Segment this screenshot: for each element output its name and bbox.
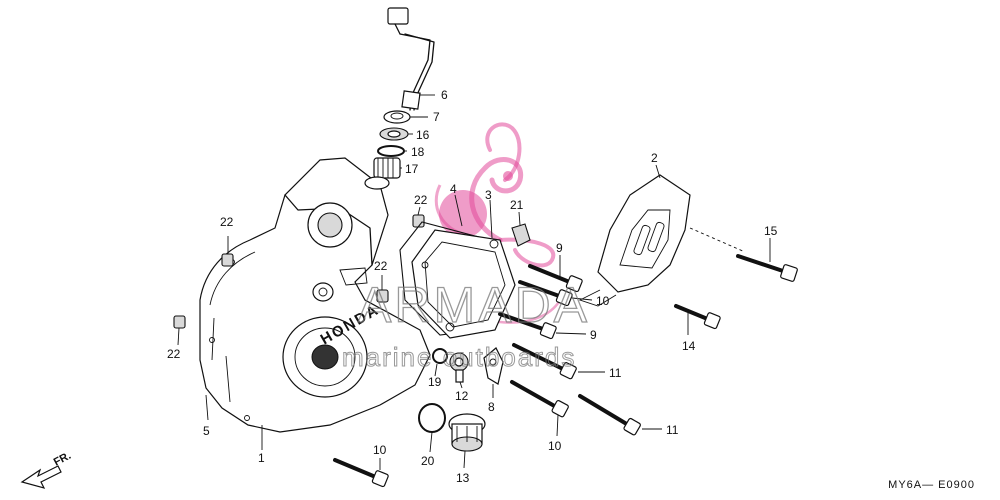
watermark-tagline: marine outboards — [342, 342, 576, 372]
part-label-17: 17 — [405, 162, 419, 176]
part-label-1: 1 — [258, 451, 265, 465]
part-11-bolt-lower[interactable]: 11 — [578, 394, 679, 437]
part-5-gasket[interactable]: 5 — [203, 394, 210, 438]
part-label-21: 21 — [510, 198, 524, 212]
part-label-8: 8 — [488, 400, 495, 414]
part-12-plug[interactable]: 12 — [449, 352, 469, 403]
part-22-dowel-pin-lower-left[interactable]: 22 — [167, 315, 186, 361]
part-13-filler-cap[interactable]: 13 — [448, 413, 486, 485]
part-label-20: 20 — [421, 454, 435, 468]
part-3-inner-cover[interactable]: 3 — [411, 188, 516, 339]
diagram-code: MY6A— E0900 — [888, 479, 975, 491]
part-label-22b: 22 — [167, 347, 181, 361]
part-label-4: 4 — [450, 182, 457, 196]
part-label-10c: 10 — [373, 443, 387, 457]
part-label-22c: 22 — [374, 259, 388, 273]
part-22-dowel-pin-right[interactable]: 22 — [412, 193, 428, 228]
front-direction-arrow-icon: FR. — [20, 450, 73, 489]
part-label-22d: 22 — [414, 193, 428, 207]
part-label-6: 6 — [441, 88, 448, 102]
part-8-bracket[interactable]: 8 — [483, 347, 504, 414]
part-6-sensor-cable[interactable]: 6 — [387, 7, 448, 111]
part-label-19: 19 — [428, 375, 442, 389]
part-14-bolt[interactable]: 14 — [674, 304, 721, 353]
part-10-bolt-lower-middle[interactable]: 10 — [510, 380, 569, 453]
part-label-2: 2 — [651, 151, 658, 165]
part-label-22a: 22 — [220, 215, 234, 229]
part-19-o-ring[interactable]: 19 — [428, 348, 448, 389]
part-9-bolt-upper[interactable]: 9 — [528, 241, 583, 293]
part-2-sprocket-cover[interactable]: 2 — [578, 151, 691, 307]
part-10-bolt-bottom[interactable]: 10 — [333, 443, 389, 488]
part-18-o-ring[interactable]: 18 — [377, 145, 425, 159]
part-7-nut[interactable]: 7 — [383, 110, 440, 124]
part-label-3: 3 — [485, 188, 492, 202]
part-label-11a: 11 — [609, 366, 622, 380]
part-label-13: 13 — [456, 471, 470, 485]
part-1-left-crankcase-cover[interactable]: HONDA 1 — [199, 157, 431, 465]
part-label-15: 15 — [764, 224, 778, 238]
part-label-12: 12 — [455, 389, 469, 403]
part-9-bolt-middle[interactable]: 9 — [498, 312, 597, 342]
part-11-bolt-upper[interactable]: 11 — [512, 343, 622, 380]
watermark-brand: ARMADA — [358, 277, 590, 333]
part-label-9b: 9 — [590, 328, 597, 342]
front-direction-label: FR. — [52, 450, 73, 469]
part-16-washer[interactable]: 16 — [379, 127, 430, 142]
part-label-7: 7 — [433, 110, 440, 124]
part-label-11b: 11 — [666, 423, 679, 437]
part-label-10a: 10 — [596, 294, 610, 308]
part-15-bolt[interactable]: 15 — [689, 224, 798, 282]
part-10-bolt-upper[interactable]: 10 — [518, 280, 610, 308]
part-label-5: 5 — [203, 424, 210, 438]
part-17-gear[interactable]: 17 — [364, 157, 419, 190]
part-21-clip[interactable]: 21 — [510, 198, 531, 247]
part-label-9a: 9 — [556, 241, 563, 255]
part-22-dowel-pin-center[interactable]: 22 — [374, 259, 389, 303]
part-label-14: 14 — [682, 339, 696, 353]
part-label-10b: 10 — [548, 439, 562, 453]
part-label-18: 18 — [411, 145, 425, 159]
part-22-dowel-pin-upper-left[interactable]: 22 — [220, 215, 234, 267]
part-label-16: 16 — [416, 128, 430, 142]
part-20-o-ring[interactable]: 20 — [418, 403, 446, 468]
